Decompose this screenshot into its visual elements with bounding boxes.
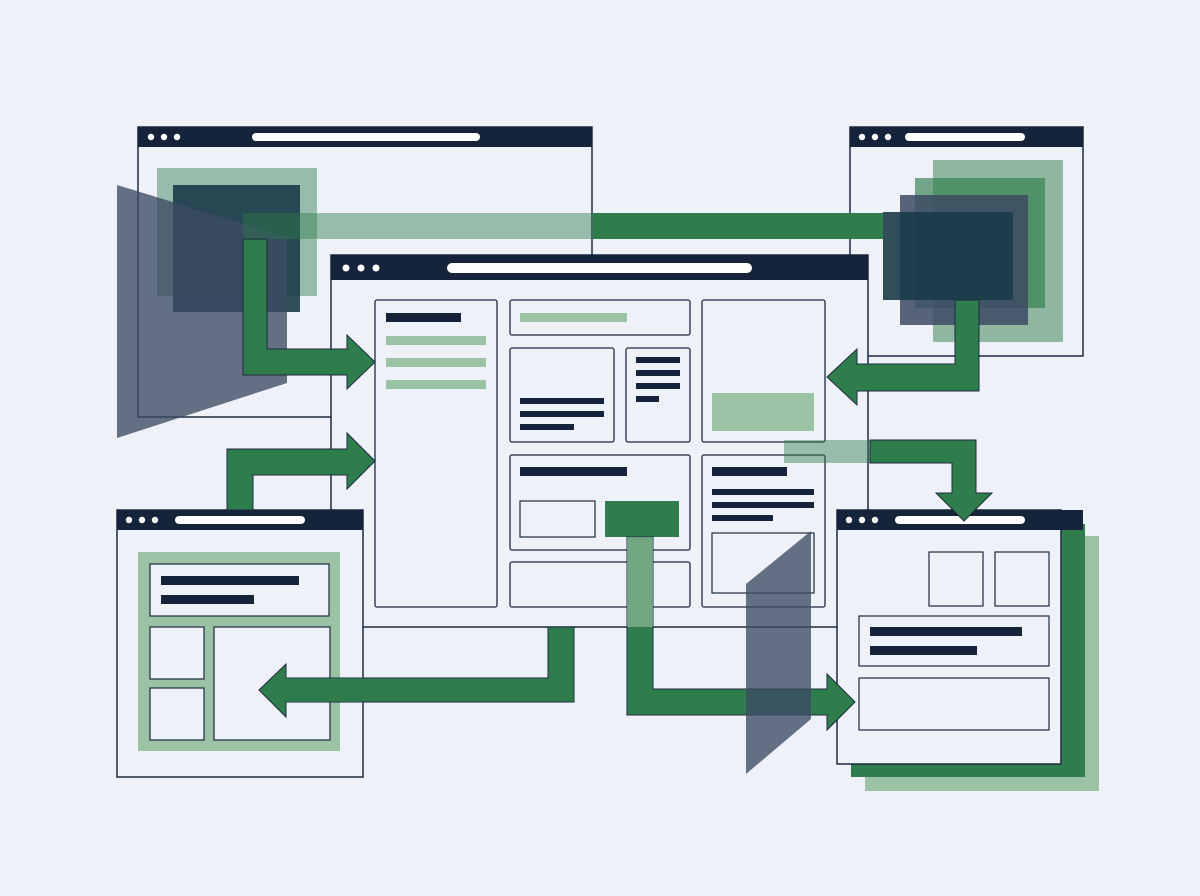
text-line (712, 489, 814, 495)
text-line (520, 398, 604, 404)
window-control-dot-icon (138, 516, 146, 524)
list-line (386, 336, 486, 345)
window-bottom-right (836, 509, 1083, 765)
text-line (636, 396, 659, 402)
stacked-panel (883, 212, 1013, 300)
text-line (520, 424, 574, 430)
window-control-dot-icon (125, 516, 133, 524)
header-card (509, 299, 691, 336)
text-line (161, 595, 254, 604)
heading-line (712, 467, 787, 476)
text-line (712, 515, 773, 521)
address-bar (905, 133, 1025, 141)
perspective-slab (746, 531, 811, 774)
window-bottom-left (116, 509, 364, 778)
window-control-dot-icon (858, 516, 866, 524)
address-bar (175, 516, 305, 524)
content-card (509, 347, 615, 443)
window-control-dot-icon (372, 264, 380, 272)
flow-arrow-icon (226, 431, 376, 511)
sidebar-panel (374, 299, 498, 608)
connector-band (593, 213, 883, 239)
text-card (858, 615, 1050, 667)
text-line (712, 502, 814, 508)
text-line (636, 370, 680, 376)
flow-arrow-icon (826, 299, 980, 407)
window-control-dot-icon (357, 264, 365, 272)
address-bar (895, 516, 1025, 524)
window-control-dot-icon (871, 133, 879, 141)
secondary-button (519, 500, 596, 538)
tile-card (928, 551, 984, 607)
text-line (636, 357, 680, 363)
window-control-dot-icon (160, 133, 168, 141)
text-card (149, 563, 330, 617)
flow-arrow-overlap (286, 678, 363, 702)
window-control-dot-icon (151, 516, 159, 524)
address-bar (252, 133, 480, 141)
media-card (701, 299, 826, 443)
heading-line (386, 313, 461, 322)
tile-card (994, 551, 1050, 607)
window-control-dot-icon (173, 133, 181, 141)
heading-line (161, 576, 299, 585)
footer-card (509, 561, 691, 608)
text-line (636, 383, 680, 389)
heading-line (870, 627, 1022, 636)
flow-arrow-icon (258, 626, 575, 719)
form-card (509, 454, 691, 551)
tile-card (149, 626, 205, 680)
tile-card (149, 687, 205, 741)
window-control-dot-icon (845, 516, 853, 524)
text-line (870, 646, 977, 655)
connector-band (243, 213, 593, 239)
input-card (858, 677, 1050, 731)
window-control-dot-icon (147, 133, 155, 141)
flow-arrow-icon (242, 238, 376, 391)
media-placeholder (712, 393, 814, 431)
text-line (520, 411, 604, 417)
list-line (386, 358, 486, 367)
heading-line (520, 467, 627, 476)
header-line (520, 313, 627, 322)
address-bar (447, 263, 752, 273)
primary-button (605, 501, 679, 537)
window-control-dot-icon (342, 264, 350, 272)
flow-arrow-overlap (627, 537, 653, 627)
window-control-dot-icon (858, 133, 866, 141)
flow-arrow-icon (869, 439, 994, 522)
window-control-dot-icon (871, 516, 879, 524)
window-control-dot-icon (884, 133, 892, 141)
list-line (386, 380, 486, 389)
flow-arrow-tail (784, 440, 870, 463)
content-card (625, 347, 691, 443)
